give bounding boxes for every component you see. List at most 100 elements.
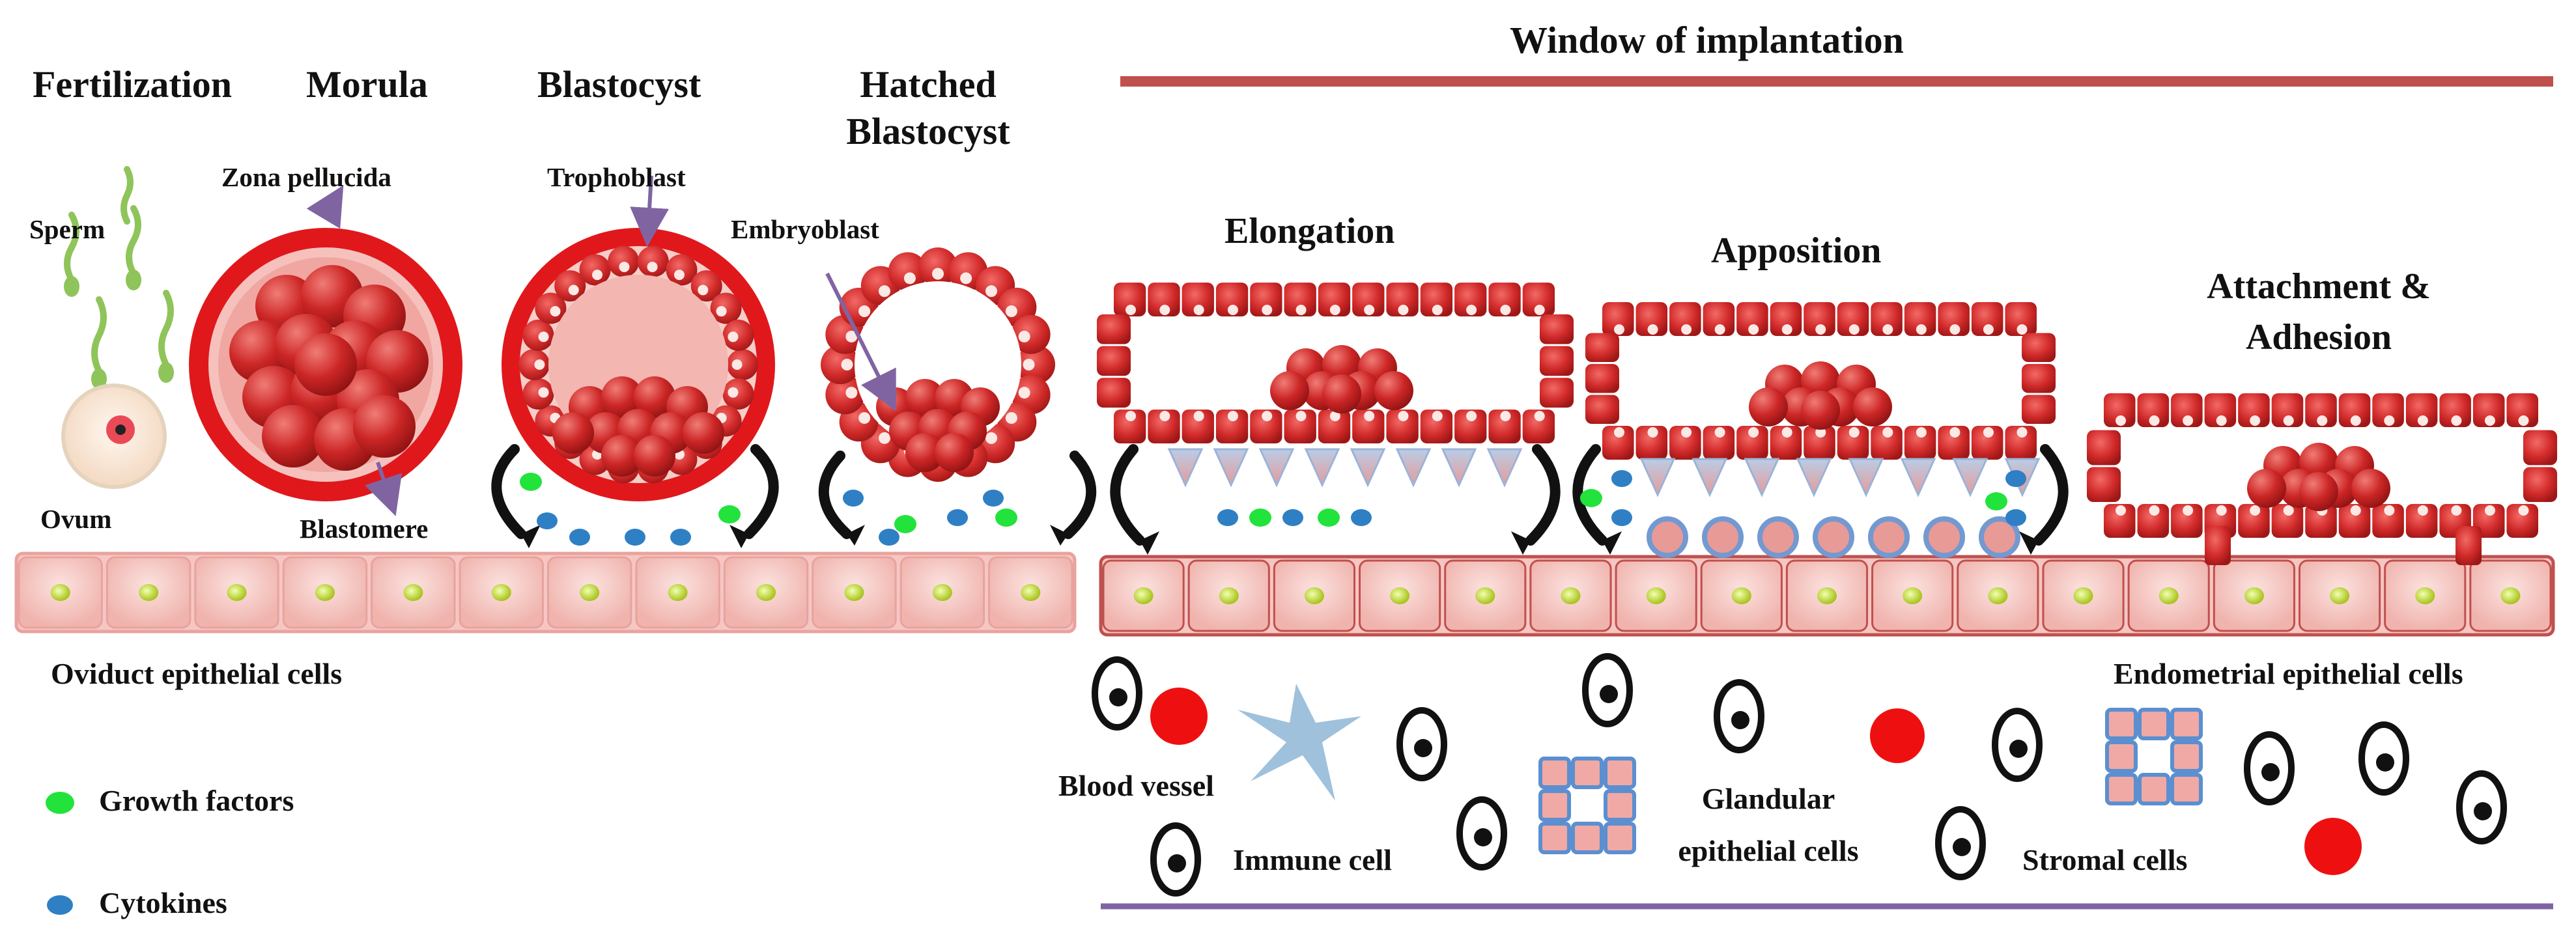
pinopode-cell — [1979, 516, 2020, 558]
trophoblast-nucleus — [1647, 427, 1658, 438]
trophoblast-segment — [1420, 410, 1453, 443]
label-embryoblast: Embryoblast — [731, 214, 879, 244]
trophoblast-segment — [2338, 504, 2371, 538]
trophoblast-nucleus — [1329, 411, 1340, 421]
trophoblast-segment — [1284, 283, 1316, 316]
blood-vessels — [1150, 688, 2362, 875]
trophoblast-segment — [1804, 302, 1835, 336]
villus-triangle — [1848, 458, 1884, 497]
glandular-cell — [1538, 789, 1571, 822]
embryoblast-cell — [2247, 469, 2286, 508]
trophoblast-nucleus — [1815, 324, 1826, 335]
trophoblast-nucleus — [2384, 505, 2395, 516]
trophoblast-nucleus — [1534, 411, 1545, 421]
cell-nucleus — [1133, 587, 1154, 604]
trophoblast-nucleus — [592, 270, 603, 281]
trophoblast-nucleus — [1916, 427, 1927, 438]
ovum — [61, 383, 167, 489]
embryoblast-cell — [601, 435, 643, 477]
label-sperm: Sperm — [29, 214, 106, 244]
pinopode-cell — [1923, 516, 1965, 558]
apposition-embryo — [1585, 302, 2056, 460]
stromal-nucleus — [2009, 740, 2028, 758]
cell-nucleus — [844, 584, 864, 601]
trophoblast-nucleus — [1882, 427, 1893, 438]
trophoblast-cell — [690, 270, 722, 302]
trophoblast-segment — [2506, 504, 2538, 538]
growth-factors — [520, 473, 2007, 533]
trophoblast-nucleus — [673, 270, 685, 281]
trophoblast-segment — [1386, 283, 1419, 316]
pinopode-cell — [1757, 516, 1799, 558]
trophoblast-cell — [522, 378, 554, 410]
trophoblast-cell — [554, 270, 586, 302]
glandular-cell — [1604, 822, 1636, 854]
trophoblast-nucleus — [858, 411, 871, 424]
trophoblast-nucleus — [1500, 305, 1511, 315]
label-oviduct-epithelial: Oviduct epithelial cells — [51, 657, 343, 690]
trophoblast-segment — [2472, 393, 2505, 427]
trophoblast-nucleus — [2283, 505, 2294, 516]
trophoblast-nucleus — [1262, 305, 1273, 315]
trophoblast-nucleus — [1714, 324, 1725, 335]
trophoblast-segment — [1318, 283, 1351, 316]
trophoblast-nucleus — [845, 330, 858, 342]
trophoblast-segment — [2171, 393, 2203, 427]
trophoblast-nucleus — [1681, 324, 1692, 335]
window-bar — [1120, 76, 2553, 87]
trophoblast-nucleus — [2451, 505, 2462, 516]
trophoblast-segment — [1352, 410, 1385, 443]
trophoblast-segment — [1522, 283, 1555, 316]
pinopode-cell — [1868, 516, 1910, 558]
stromal-nucleus — [1168, 854, 1186, 872]
cell-nucleus — [1731, 587, 1751, 604]
attachment-point — [2456, 526, 2482, 565]
stage-elongation: Elongation — [1224, 211, 1395, 251]
stromal-nucleus — [1414, 739, 1432, 757]
attachment-point — [2205, 526, 2231, 565]
trophoblast-segment — [2005, 426, 2037, 460]
cell-nucleus — [1219, 587, 1239, 604]
embryoblast-cell — [1749, 387, 1788, 426]
glandular-cell — [2138, 773, 2170, 805]
blastomere-cell — [262, 405, 324, 467]
apposition-villi-2 — [1639, 458, 2041, 497]
cell-nucleus — [1021, 584, 1041, 601]
trophoblast-nucleus — [2250, 415, 2261, 426]
villus-triangle — [1395, 448, 1432, 488]
trophoblast-segment — [1182, 283, 1214, 316]
trophoblast-segment — [1635, 426, 1668, 460]
stage-blastocyst: Blastocyst — [537, 63, 701, 105]
trophoblast-segment — [1703, 302, 1735, 336]
trophoblast-nucleus — [1848, 324, 1860, 335]
label-glandular-2: epithelial cells — [1678, 834, 1859, 867]
trophoblast-nucleus — [845, 387, 858, 399]
trophoblast-cell — [722, 319, 754, 351]
trophoblast-nucleus — [1466, 411, 1477, 421]
trophoblast-nucleus — [2250, 505, 2261, 516]
trophoblast-segment — [1703, 426, 1735, 460]
trophoblast-segment — [2271, 504, 2304, 538]
glandular-cell — [2170, 773, 2203, 805]
trophoblast-nucleus — [2350, 415, 2361, 426]
cell-nucleus — [1646, 587, 1666, 604]
trophoblast-segment — [1602, 426, 1634, 460]
trophoblast-nucleus — [2116, 505, 2126, 516]
stromal-nucleus — [1953, 838, 1971, 856]
villus-triangle — [1213, 448, 1249, 488]
cell-nucleus — [1903, 587, 1923, 604]
label-blood-vessel: Blood vessel — [1058, 769, 1214, 802]
cell-nucleus — [2158, 587, 2179, 604]
trophoblast-segment — [1669, 426, 1701, 460]
villus-triangle — [1350, 448, 1386, 488]
trophoblast-cell — [727, 349, 758, 380]
stromal-nucleus — [2261, 763, 2280, 781]
trophoblast-segment — [1250, 410, 1282, 443]
stromal-nucleus — [1731, 711, 1749, 729]
trophoblast-segment — [1250, 283, 1282, 316]
trophoblast-nucleus — [1466, 305, 1477, 315]
blastomere-cell — [294, 333, 357, 396]
stage-apposition: Apposition — [1711, 230, 1882, 271]
trophoblast-nucleus — [2417, 505, 2428, 516]
trophoblast-segment — [1770, 426, 1802, 460]
